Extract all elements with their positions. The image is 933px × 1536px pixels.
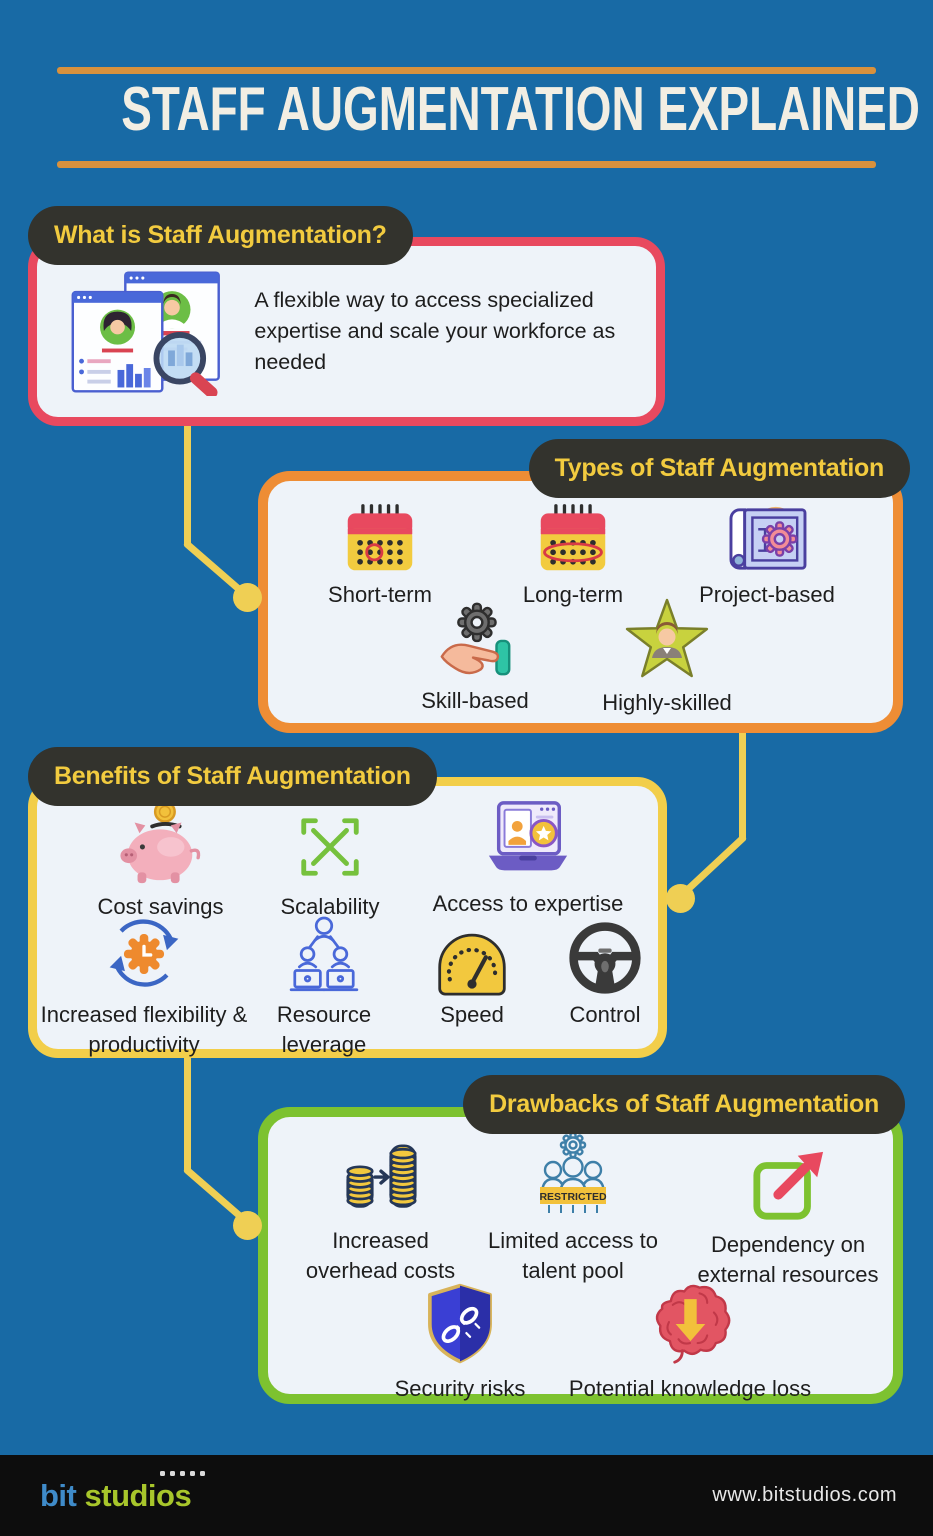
drawback-item-dependency: Dependency on external resources xyxy=(683,1142,893,1290)
section-benefits-title: Benefits of Staff Augmentation xyxy=(28,747,437,806)
connector-line xyxy=(184,423,191,544)
header-rule-bottom xyxy=(57,161,876,168)
type-item-label: Highly-skilled xyxy=(602,690,732,715)
section-drawbacks-title: Drawbacks of Staff Augmentation xyxy=(463,1075,905,1134)
what-description: A flexible way to access specialized exp… xyxy=(254,285,656,378)
type-item-label: Long-term xyxy=(522,582,624,607)
benefit-item-access-expertise: Access to expertise xyxy=(428,797,628,919)
website-url[interactable]: www.bitstudios.com xyxy=(712,1484,897,1506)
calendar-long-term-icon xyxy=(540,504,606,571)
drawback-item-security: Security risks xyxy=(375,1282,545,1404)
drawback-item-label: Potential knowledge loss xyxy=(568,1376,812,1401)
restricted-talent-icon: RESTRICTED xyxy=(539,1131,607,1213)
coin-stacks-icon xyxy=(345,1144,417,1208)
cycle-gear-clock-icon xyxy=(109,919,179,987)
connector-line xyxy=(184,1055,191,1170)
benefit-item-label: Resource leverage xyxy=(276,1002,372,1057)
brain-loss-icon xyxy=(655,1284,731,1364)
team-network-icon xyxy=(289,916,359,992)
type-item-project-based: Project-based xyxy=(672,502,862,610)
benefit-item-cost-savings: Cost savings xyxy=(73,800,248,922)
type-item-short-term: Short-term xyxy=(300,502,460,610)
bitstudios-logo: bit studios xyxy=(40,1470,205,1514)
piggy-bank-icon xyxy=(119,800,200,884)
type-item-label: Skill-based xyxy=(421,688,529,713)
drawback-item-label: Dependency on external resources xyxy=(697,1232,879,1287)
footer-bar: bit studios www.bitstudios.com xyxy=(0,1455,933,1536)
benefit-item-resource-leverage: Resource leverage xyxy=(250,914,398,1060)
shield-chain-icon xyxy=(428,1283,492,1364)
drawback-item-label: Limited access to talent pool xyxy=(488,1228,658,1283)
connector-node xyxy=(233,583,262,612)
resume-search-illustration xyxy=(71,270,220,396)
speed-gauge-icon xyxy=(438,933,506,996)
section-types-title: Types of Staff Augmentation xyxy=(528,439,910,498)
page-title: STAFF AUGMENTATION EXPLAINED xyxy=(121,75,920,144)
section-what-card: A flexible way to access specialized exp… xyxy=(28,237,665,426)
what-description-line: needed xyxy=(254,350,327,374)
logo-dots-decoration xyxy=(160,1470,205,1476)
drawback-item-overhead-costs: Increased overhead costs xyxy=(293,1138,468,1286)
logo-text-bit: bit xyxy=(40,1477,77,1513)
what-description-line: A flexible way to access specialized xyxy=(254,288,594,312)
star-person-icon xyxy=(625,598,709,678)
type-item-skill-based: Skill-based xyxy=(390,596,560,716)
benefit-item-label: Increased flexibility & productivity xyxy=(40,1002,248,1057)
benefit-item-label: Control xyxy=(569,1002,641,1027)
external-arrow-icon xyxy=(753,1151,824,1220)
restricted-badge-label: RESTRICTED xyxy=(539,1191,607,1203)
logo-text-studios: studios xyxy=(84,1477,192,1513)
blueprint-gear-icon xyxy=(729,506,807,570)
laptop-expert-icon xyxy=(488,801,568,871)
benefit-item-label: Speed xyxy=(440,1002,504,1027)
drawback-item-talent-pool: RESTRICTED Limited access to talent pool xyxy=(478,1130,668,1286)
drawback-item-knowledge-loss: Potential knowledge loss xyxy=(545,1280,835,1404)
connector-node xyxy=(666,884,695,913)
drawback-item-label: Increased overhead costs xyxy=(305,1228,456,1283)
benefit-item-flexibility: Increased flexibility & productivity xyxy=(38,912,250,1060)
type-item-label: Short-term xyxy=(328,582,432,607)
steering-wheel-icon xyxy=(569,922,641,994)
benefit-item-control: Control xyxy=(536,920,674,1030)
benefit-item-label: Cost savings xyxy=(97,894,224,919)
type-item-highly-skilled: Highly-skilled xyxy=(582,592,752,718)
type-item-label: Project-based xyxy=(699,582,835,607)
header-rule-top xyxy=(57,67,876,74)
benefit-item-label: Scalability xyxy=(280,894,380,919)
what-description-line: expertise and scale your workforce as xyxy=(254,319,616,343)
benefit-item-speed: Speed xyxy=(398,924,546,1030)
benefit-item-scalability: Scalability xyxy=(255,812,405,922)
hand-gear-icon xyxy=(440,602,511,676)
connector-line xyxy=(739,729,746,838)
type-item-long-term: Long-term xyxy=(493,502,653,610)
section-what-title: What is Staff Augmentation? xyxy=(28,206,413,265)
connector-node xyxy=(233,1211,262,1240)
expand-arrows-icon xyxy=(301,818,359,876)
benefit-item-label: Access to expertise xyxy=(432,891,624,916)
drawback-item-label: Security risks xyxy=(394,1376,526,1401)
calendar-short-term-icon xyxy=(347,504,413,571)
